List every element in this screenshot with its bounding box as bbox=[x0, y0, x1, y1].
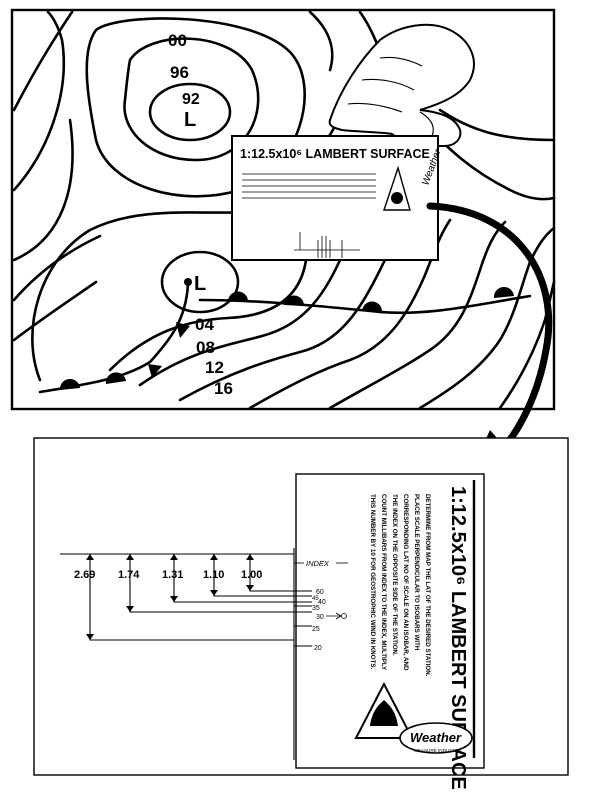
isobar-line bbox=[12, 234, 102, 302]
isobar-92 bbox=[148, 82, 232, 142]
isobar-label-00: 00 bbox=[168, 31, 187, 50]
latitude-pointer bbox=[326, 612, 342, 620]
scale-card-brand: Weather bbox=[410, 730, 462, 745]
latitude-label: 25 bbox=[312, 626, 320, 633]
front-semicircle bbox=[362, 301, 383, 312]
factor-arrowheads bbox=[86, 554, 254, 640]
isobar-line bbox=[308, 10, 334, 72]
instruction-line: THIS NUMBER BY 10 FOR GEOSTROPHIC WIND I… bbox=[369, 494, 376, 669]
latitude-label: 40 bbox=[318, 599, 326, 606]
low-center-dot bbox=[184, 278, 192, 286]
front-semicircle bbox=[228, 291, 249, 302]
isobar-line bbox=[498, 280, 556, 410]
front-triangle bbox=[148, 364, 162, 378]
isobar-line bbox=[12, 280, 98, 342]
front-semicircle bbox=[493, 286, 514, 298]
isobar-line bbox=[12, 10, 74, 112]
isobar-label-16: 16 bbox=[214, 379, 233, 398]
connector-arrow bbox=[426, 202, 553, 456]
factor-label: 1.00 bbox=[241, 569, 262, 581]
overlay-logo-mark bbox=[391, 192, 403, 204]
latitude-label: 20 bbox=[314, 645, 322, 652]
isobar-96 bbox=[123, 37, 260, 162]
isobar-label-04: 04 bbox=[195, 315, 214, 334]
map-frame bbox=[10, 8, 556, 411]
isobar-line bbox=[12, 118, 74, 262]
isobar-line bbox=[438, 108, 556, 142]
front-semicircle bbox=[284, 295, 305, 306]
isobar-line bbox=[12, 10, 66, 192]
scale-card-brand-badge bbox=[399, 722, 473, 754]
latitude-label: 35 bbox=[312, 605, 320, 612]
isobar-line bbox=[418, 226, 556, 410]
instruction-line: CORRESPONDING LAT NO OF SCALE ON AN ISOB… bbox=[402, 494, 409, 671]
overlay-logo-triangle bbox=[383, 165, 411, 211]
isobar-low-south bbox=[160, 250, 240, 314]
front-semicircle bbox=[59, 378, 80, 390]
front-triangle bbox=[176, 322, 190, 338]
scale-panel: 1:12.5x10⁶ LAMBERT SURFACE DETERMINE FRO… bbox=[33, 437, 569, 790]
scale-card-instructions: DETERMINE FROM MAP THE LAT OF THE DESIRE… bbox=[369, 494, 431, 677]
cold-front bbox=[38, 282, 190, 394]
warm-front bbox=[198, 294, 532, 315]
isobar-label-12: 12 bbox=[205, 358, 224, 377]
low-pressure-label-bottom: L bbox=[194, 273, 206, 295]
scale-card-title: 1:12.5x10⁶ LAMBERT SURFACE bbox=[447, 486, 469, 790]
overlay-card-title: 1:12.5x10⁶ LAMBERT SURFACE bbox=[240, 147, 430, 161]
factor-label: 2.69 bbox=[74, 569, 95, 581]
instruction-line: DETERMINE FROM MAP THE LAT OF THE DESIRE… bbox=[424, 494, 431, 677]
latitude-label: 30 bbox=[316, 614, 324, 621]
instruction-line: THE INDEX ON THE OPPOSITE SIDE OF THE ST… bbox=[391, 494, 398, 656]
scale-card-logo-mark bbox=[370, 700, 398, 726]
isobar-label-92: 92 bbox=[182, 91, 200, 108]
latitude-label: 60 bbox=[316, 589, 324, 596]
index-label: INDEX bbox=[306, 559, 330, 568]
latitude-marker bbox=[341, 613, 347, 619]
instruction-line: COUNT MILLIBARS FROM INDEX TO THE INDEX,… bbox=[380, 494, 387, 671]
weather-map-panel: 00 96 92 L L 04 08 12 16 1:12.5x10⁶ LAMB… bbox=[10, 8, 556, 478]
overlay-scale-card: 1:12.5x10⁶ LAMBERT SURFACE Weather bbox=[231, 135, 444, 261]
scale-card-brand-sub: MEASURE INDUSTRY bbox=[414, 748, 461, 753]
isobar-label-96: 96 bbox=[170, 63, 189, 82]
latitude-ticks bbox=[294, 590, 312, 647]
isobar-label-08: 08 bbox=[196, 338, 215, 357]
isobar-line bbox=[328, 220, 507, 410]
latitude-label: 45 bbox=[312, 596, 319, 602]
instruction-line: PLACE SCALE PERPENDICULAR TO ISOBARS WIT… bbox=[413, 494, 420, 651]
hand-illustration bbox=[328, 23, 475, 147]
front-semicircle bbox=[105, 372, 126, 384]
factor-label: 1.31 bbox=[162, 569, 183, 581]
low-pressure-label-top: L bbox=[184, 109, 196, 131]
factor-label: 1.74 bbox=[118, 569, 140, 581]
